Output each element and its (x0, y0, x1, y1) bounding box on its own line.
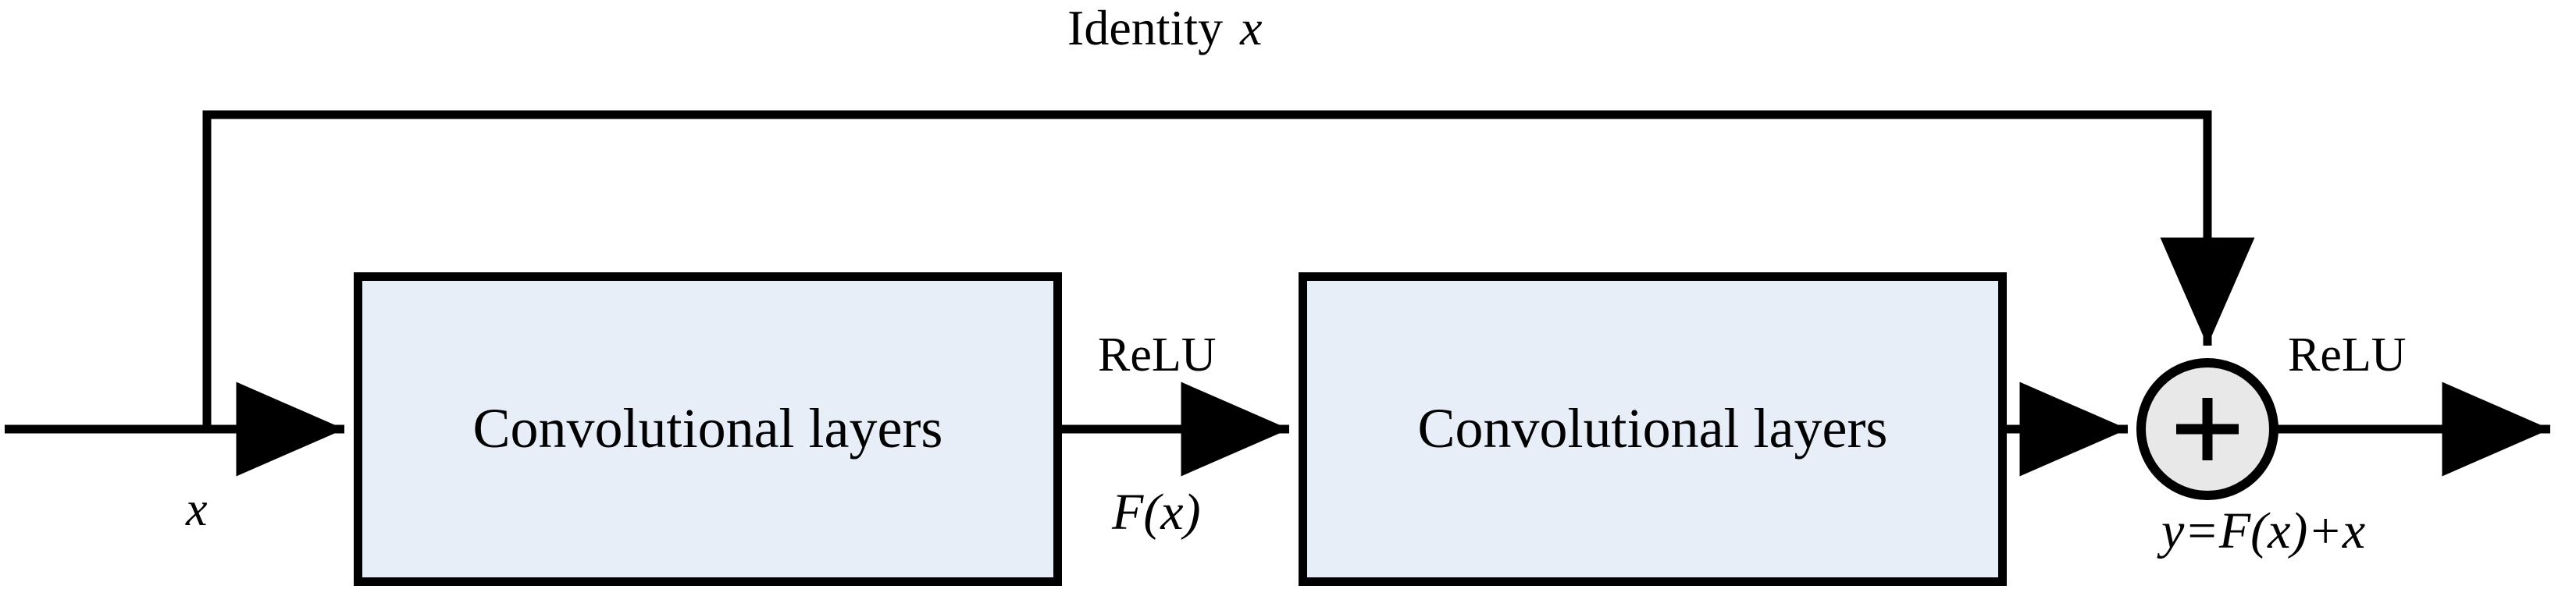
relu-label-output: ReLU (2288, 328, 2407, 382)
identity-title: Identity x (1067, 3, 1262, 53)
output-label: y=F(x)+x (2161, 502, 2366, 559)
identity-title-text: Identity (1067, 0, 1224, 55)
identity-skip-edge (202, 110, 2255, 429)
conv-block-2[interactable] (1299, 272, 2007, 586)
relu-label-mid: ReLU (1098, 328, 1217, 382)
input-label: x (186, 483, 208, 536)
conv-block-1[interactable] (354, 272, 1062, 586)
plus-icon (2176, 398, 2239, 460)
identity-title-symbol: x (1240, 0, 1263, 55)
conv-block-2-label: Convolutional layers (1417, 397, 1888, 460)
function-output-label: F(x) (1112, 484, 1201, 541)
conv-block-1-label: Convolutional layers (472, 397, 943, 460)
